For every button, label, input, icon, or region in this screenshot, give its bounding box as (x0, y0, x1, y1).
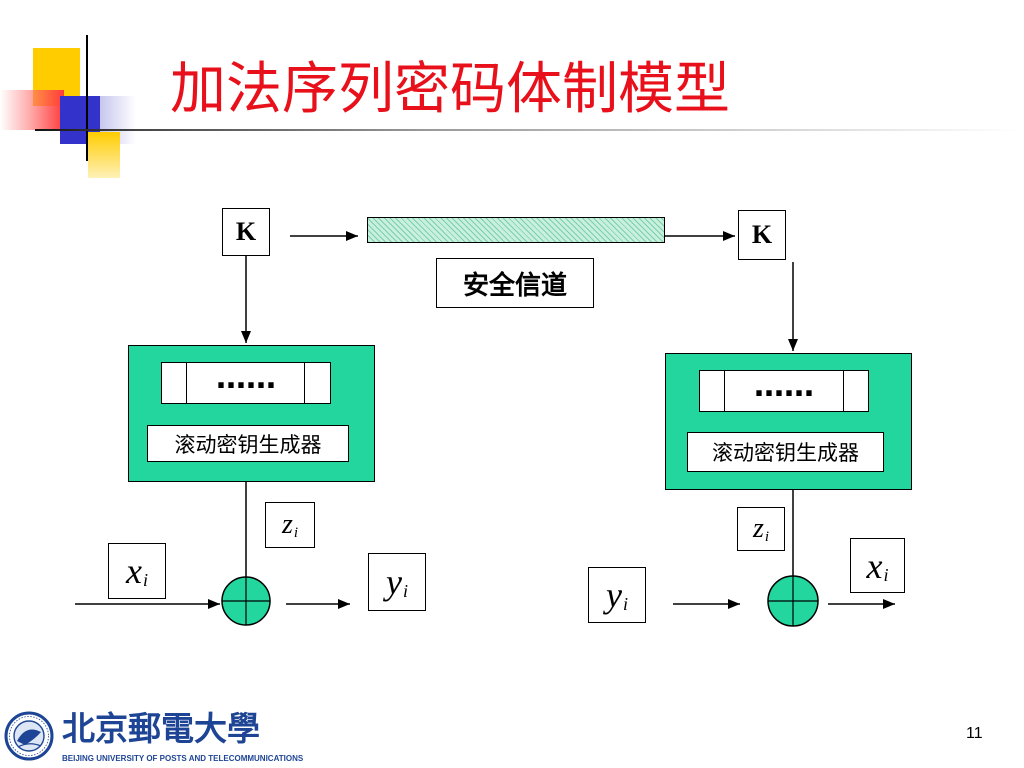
secure-channel-text: 安全信道 (462, 270, 567, 301)
register-right-divider (304, 363, 305, 403)
sender-key-label: K (235, 217, 257, 246)
sender-xor-operator (221, 576, 271, 626)
ciphertext-index: i (622, 594, 628, 614)
sender-shift-register: …… (161, 362, 331, 404)
ciphertext-symbol: y (606, 575, 622, 615)
register-left-divider (724, 371, 725, 411)
secure-channel-label: 安全信道 (436, 258, 594, 308)
title-underline (35, 129, 1020, 131)
logo-name-cn: 北京郵電大學 (62, 709, 260, 748)
receiver-generator-text: 滚动密钥生成器 (712, 441, 859, 465)
ciphertext-symbol: y (386, 562, 402, 602)
decor-vertical-line (86, 35, 88, 161)
logo-name-en: BEIJING UNIVERSITY OF POSTS AND TELECOMM… (62, 754, 304, 763)
secure-channel-bar (367, 217, 665, 243)
page-number: 11 (966, 725, 983, 742)
receiver-xor-operator (767, 575, 819, 627)
decor-yellow-bar (88, 132, 120, 178)
sender-generator-text: 滚动密钥生成器 (174, 432, 322, 457)
receiver-key-label: K (751, 220, 773, 249)
keystream-index: i (293, 524, 299, 541)
register-left-divider (186, 363, 187, 403)
sender-key-box: K (222, 208, 270, 256)
keystream-symbol: z (752, 513, 764, 544)
register-contents: …… (216, 361, 276, 396)
keystream-symbol: z (281, 509, 293, 540)
decor-red-bar (0, 90, 64, 130)
plaintext-symbol: x (866, 545, 883, 586)
plaintext-index: i (883, 564, 889, 585)
ciphertext-index: i (402, 581, 408, 601)
plaintext-symbol: x (126, 551, 142, 591)
receiver-generator-label: 滚动密钥生成器 (687, 432, 884, 472)
register-contents: …… (754, 369, 814, 404)
receiver-key-box: K (738, 210, 786, 260)
slide-title: 加法序列密码体制模型 (170, 57, 730, 122)
receiver-shift-register: …… (699, 370, 869, 412)
register-right-divider (843, 371, 844, 411)
keystream-index: i (764, 528, 770, 545)
university-emblem-icon (4, 711, 54, 761)
receiver-keystream-generator: …… 滚动密钥生成器 (665, 353, 912, 490)
sender-generator-label: 滚动密钥生成器 (147, 425, 349, 462)
plaintext-index: i (142, 570, 148, 590)
sender-keystream-generator: …… 滚动密钥生成器 (128, 345, 375, 482)
